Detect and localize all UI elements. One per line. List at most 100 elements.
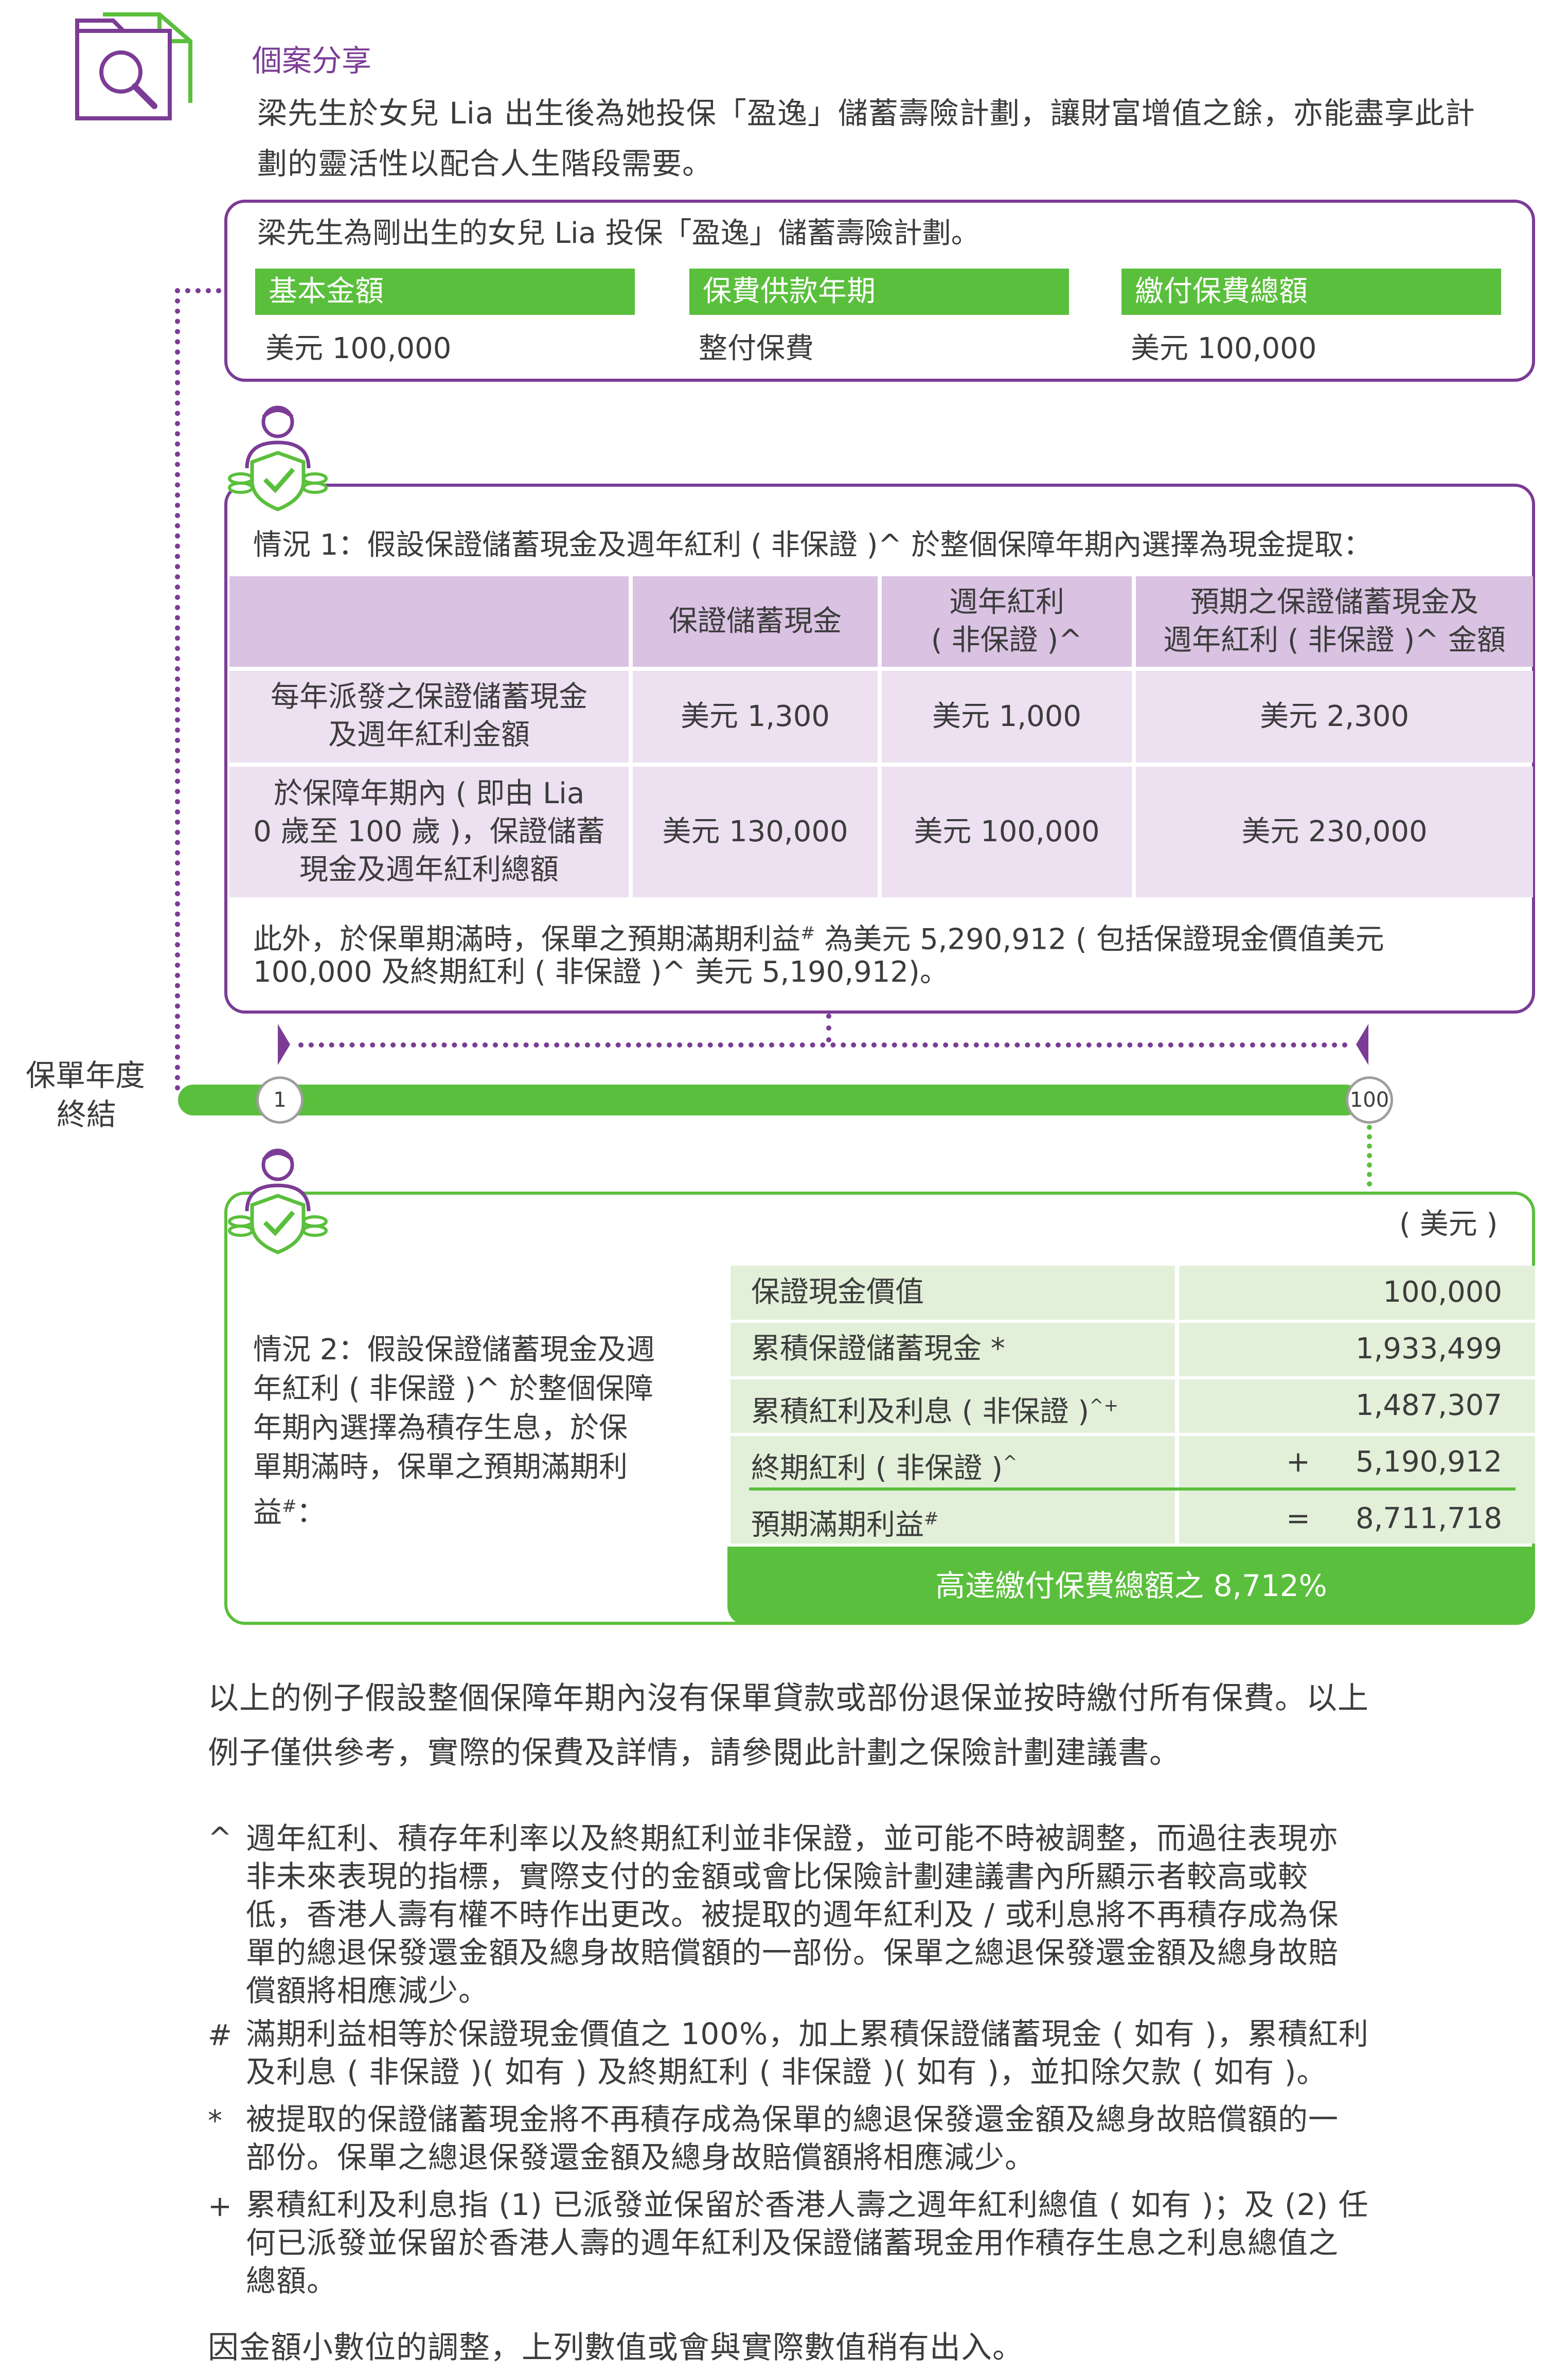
footnote-caret-l3: 低，香港人壽有權不時作出更改。被提取的週年紅利及 / 或利息將不再積存成為保: [246, 1897, 1339, 1932]
table1-header-bonus-l2: ( 非保證 )^: [931, 624, 1083, 657]
policy-summary: 梁先生為剛出生的女兒 Lia 投保「盈逸」儲蓄壽險計劃。: [257, 217, 980, 250]
scenario1-note-line1: 此外，於保單期滿時，保單之預期滿期利益# 為美元 5,290,912 ( 包括保…: [253, 914, 1384, 960]
end-marker-icon: [1356, 1024, 1368, 1065]
policy-label-term: 保費供款年期: [689, 269, 1069, 315]
scenario2-row5-value: 8,711,718: [1355, 1502, 1502, 1535]
scenario1-title: 情況 1：假設保證儲蓄現金及週年紅利 ( 非保證 )^ 於整個保障年期內選擇為現…: [253, 528, 1373, 562]
scenario2-row5-op: =: [1286, 1502, 1310, 1535]
scenario2-desc-l2: 年紅利 ( 非保證 )^ 於整個保障: [253, 1372, 653, 1406]
folder-search-icon: [75, 12, 192, 120]
table1-header-total-l2: 週年紅利 ( 非保證 )^ 金額: [1163, 624, 1506, 657]
footnote-caret-mark: ^: [208, 1821, 232, 1855]
table1-header-bonus: 週年紅利 ( 非保證 )^: [882, 576, 1132, 667]
case-title: 個案分享: [252, 43, 372, 78]
scenario2-row5-label: 預期滿期利益#: [751, 1499, 939, 1545]
table1-row1-total: 美元 2,300: [1136, 671, 1533, 763]
scenario2-row-sep2: [730, 1376, 1535, 1379]
table1-header-total-l1: 預期之保證儲蓄現金及: [1190, 586, 1478, 619]
timeline-connector-left: [175, 288, 180, 1091]
table1-row2-label-l3: 現金及週年紅利總額: [299, 853, 559, 887]
connector-bottom: [1367, 1125, 1372, 1186]
table1-header-bonus-l1: 週年紅利: [949, 586, 1064, 619]
scenario2-desc-l4: 單期滿時，保單之預期滿期利: [253, 1450, 628, 1484]
footnote-caret-l5: 償額將相應減少。: [246, 1973, 489, 2008]
scenario2-row2-label: 累積保證儲蓄現金 *: [751, 1332, 1005, 1366]
table1-row1-bonus: 美元 1,000: [882, 671, 1132, 763]
policy-label-basic: 基本金額: [255, 269, 635, 315]
assumption-line2: 例子僅供參考，實際的保費及詳情，請參閱此計劃之保險計劃建議書。: [208, 1735, 1181, 1771]
table1-header-total: 預期之保證儲蓄現金及 週年紅利 ( 非保證 )^ 金額: [1136, 576, 1533, 667]
scenario1-note-line2: 100,000 及終期紅利 ( 非保證 )^ 美元 5,190,912)。: [253, 955, 949, 989]
start-marker-icon: [278, 1024, 290, 1065]
table1-row1-label-l2: 及週年紅利金額: [328, 718, 530, 752]
policy-value-basic: 美元 100,000: [265, 332, 452, 365]
table1-row2-label-l1: 於保障年期內 ( 即由 Lia: [273, 777, 585, 810]
timeline-label-line1: 保單年度: [26, 1058, 146, 1093]
person-shield-icon: [228, 1148, 328, 1254]
scenario2-row2-value: 1,933,499: [1355, 1332, 1502, 1366]
scenario1-note-a: 此外，於保單期滿時，保單之預期滿期利益: [253, 923, 800, 956]
scenario2-desc-sup: #: [282, 1496, 297, 1517]
table1-header-guaranteed: 保證儲蓄現金: [633, 576, 878, 667]
scenario2-row4-text: 終期紅利 ( 非保證 ): [751, 1451, 1003, 1485]
case-intro-line2: 劃的靈活性以配合人生階段需要。: [257, 146, 713, 181]
footnote-hash-l1: 滿期利益相等於保證現金價值之 100%，加上累積保證儲蓄現金 ( 如有 )，累積…: [246, 2016, 1369, 2051]
table1-row2-bonus: 美元 100,000: [882, 767, 1132, 897]
table1-row1-label-l1: 每年派發之保證儲蓄現金: [271, 680, 587, 714]
policy-value-term: 整付保費: [699, 332, 814, 365]
footnote-star-mark: *: [208, 2104, 222, 2138]
person-shield-icon: [228, 405, 328, 511]
scenario2-desc-l1: 情況 2：假設保證儲蓄現金及週: [253, 1333, 655, 1367]
footnote-caret-l2: 非未來表現的指標，實際支付的金額或會比保險計劃建議書內所顯示者較高或較: [246, 1859, 1309, 1894]
scenario2-row4-value: 5,190,912: [1355, 1445, 1502, 1479]
timeline-start: 1: [256, 1076, 304, 1124]
table1-row2-label: 於保障年期內 ( 即由 Lia 0 歲至 100 歲 )，保證儲蓄 現金及週年紅…: [229, 767, 629, 897]
scenario2-banner: 高達繳付保費總額之 8,712%: [727, 1547, 1535, 1625]
case-intro-line1: 梁先生於女兒 Lia 出生後為她投保「盈逸」儲蓄壽險計劃，讓財富增值之餘，亦能盡…: [257, 96, 1475, 131]
scenario2-desc-last: 益: [253, 1496, 282, 1530]
connector-top: [175, 288, 231, 293]
footnote-plus-l1: 累積紅利及利息指 (1) 已派發並保留於香港人壽之週年紅利總值 ( 如有 )；及…: [246, 2187, 1369, 2222]
scenario2-sum-line: [749, 1487, 1516, 1491]
scenario2-row4-sup: ^: [1003, 1452, 1018, 1473]
scenario2-row1-label: 保證現金價值: [751, 1275, 924, 1309]
timeline-end: 100: [1346, 1076, 1393, 1124]
footnote-hash-l2: 及利息 ( 非保證 )( 如有 ) 及終期紅利 ( 非保證 )( 如有 )，並扣…: [246, 2054, 1327, 2089]
scenario2-row4-label: 終期紅利 ( 非保證 )^: [751, 1443, 1018, 1488]
timeline-bar: [178, 1085, 1361, 1115]
table1-row2-guaranteed: 美元 130,000: [633, 767, 878, 897]
policy-label-total: 繳付保費總額: [1121, 269, 1501, 315]
footnote-star-l1: 被提取的保證儲蓄現金將不再積存成為保單的總退保發還金額及總身故賠償額的一: [246, 2102, 1339, 2137]
scenario2-row5-sup: #: [924, 1509, 939, 1529]
scenario2-table-bg: [730, 1266, 1535, 1544]
table1-row1-label: 每年派發之保證儲蓄現金 及週年紅利金額: [229, 671, 629, 763]
scenario2-unit: ( 美元 ): [1399, 1208, 1498, 1241]
assumption-line1: 以上的例子假設整個保障年期內沒有保單貸款或部份退保並按時繳付所有保費。以上: [208, 1680, 1369, 1716]
connector-mid: [826, 1014, 831, 1042]
scenario2-desc-l5: 益#：: [253, 1487, 326, 1533]
footnote-plus-l3: 總額。: [246, 2263, 337, 2298]
footnote-hash-mark: #: [208, 2019, 232, 2052]
footnote-star-l2: 部份。保單之總退保發還金額及總身故賠償額將相應減少。: [246, 2140, 1036, 2175]
rounding-note: 因金額小數位的調整，上列數值或會與實際數值稍有出入。: [208, 2330, 1024, 2366]
footnote-plus-mark: +: [208, 2190, 232, 2223]
scenario2-row3-value: 1,487,307: [1355, 1389, 1502, 1422]
table1-row2-label-l2: 0 歲至 100 歲 )，保證儲蓄: [253, 815, 605, 848]
table1-header-blank: [229, 576, 629, 667]
policy-value-total: 美元 100,000: [1131, 332, 1317, 365]
footnote-caret-l1: 週年紅利、積存年利率以及終期紅利並非保證，並可能不時被調整，而過往表現亦: [246, 1821, 1339, 1856]
scenario2-table-divider: [1175, 1266, 1179, 1544]
scenario1-note-b: 為美元 5,290,912 ( 包括保證現金價值美元: [824, 923, 1384, 956]
timeline-label-line2: 終結: [57, 1097, 117, 1132]
scenario2-row4-op: +: [1286, 1445, 1310, 1479]
table1-row2-total: 美元 230,000: [1136, 767, 1533, 897]
scenario2-row5-text: 預期滿期利益: [751, 1508, 924, 1542]
scenario2-row-sep3: [730, 1433, 1535, 1436]
scenario2-row-sep1: [730, 1320, 1535, 1323]
scenario1-note-sup: #: [800, 923, 815, 944]
scenario2-row3-text: 累積紅利及利息 ( 非保證 ): [751, 1395, 1090, 1429]
scenario2-desc-l3: 年期內選擇為積存生息，於保: [253, 1411, 628, 1445]
scenario2-row1-value: 100,000: [1383, 1275, 1502, 1309]
scenario2-desc-end: ：: [296, 1496, 326, 1530]
scenario2-row3-label: 累積紅利及利息 ( 非保證 )^+: [751, 1386, 1118, 1432]
